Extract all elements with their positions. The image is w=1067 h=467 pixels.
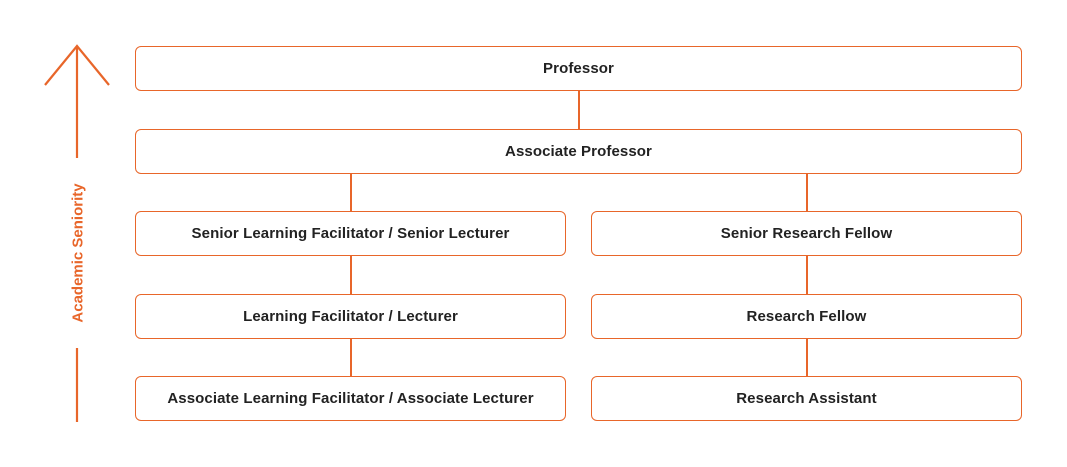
connector-learning-associate-learning <box>350 339 352 376</box>
seniority-axis-arrowhead <box>44 44 110 86</box>
connector-associate-senior-learning <box>350 174 352 211</box>
node-learning-facilitator: Learning Facilitator / Lecturer <box>135 294 566 339</box>
connector-senior-learning-learning <box>350 256 352 294</box>
node-associate-learning-facilitator: Associate Learning Facilitator / Associa… <box>135 376 566 421</box>
seniority-axis-label: Academic Seniority <box>69 183 87 323</box>
node-senior-learning-facilitator: Senior Learning Facilitator / Senior Lec… <box>135 211 566 256</box>
node-research-assistant: Research Assistant <box>591 376 1022 421</box>
node-professor: Professor <box>135 46 1022 91</box>
connector-associate-senior-research <box>806 174 808 211</box>
arrow-up-icon <box>44 44 110 422</box>
node-research-fellow: Research Fellow <box>591 294 1022 339</box>
connector-professor-associate <box>578 91 580 129</box>
connector-senior-research-research <box>806 256 808 294</box>
connector-research-fellow-assistant <box>806 339 808 376</box>
node-senior-research-fellow: Senior Research Fellow <box>591 211 1022 256</box>
node-associate-professor: Associate Professor <box>135 129 1022 174</box>
